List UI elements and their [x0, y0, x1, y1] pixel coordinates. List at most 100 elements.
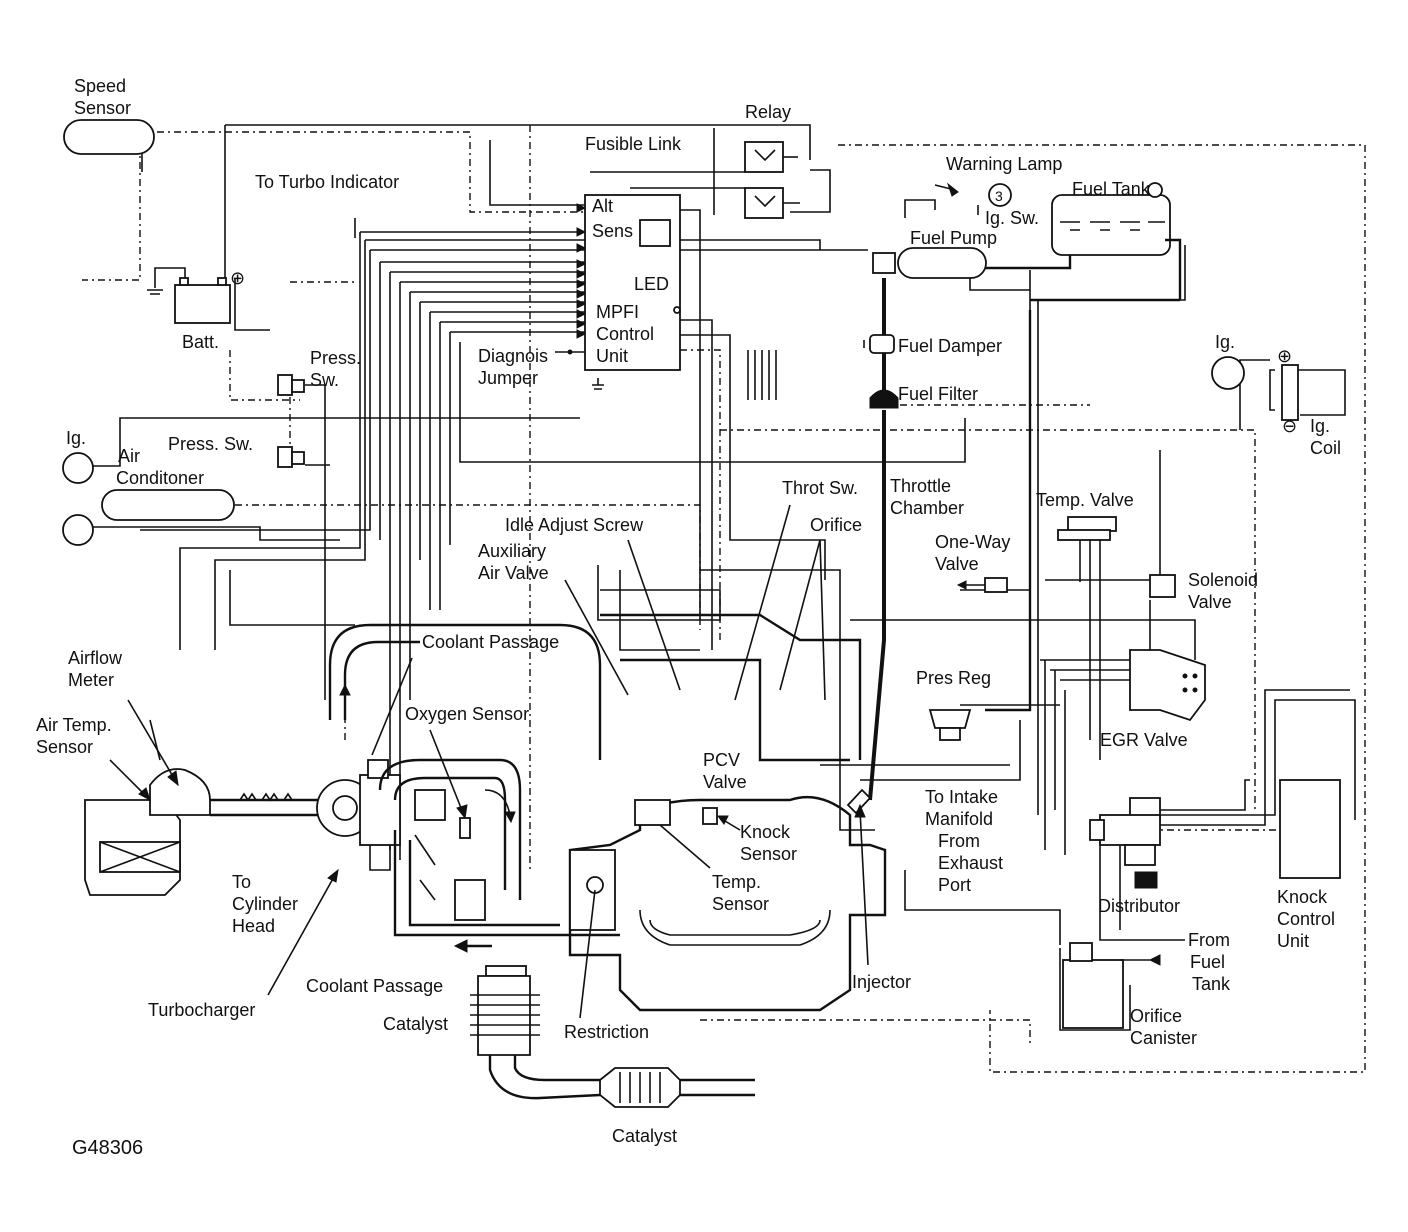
temp-valve: Temp. Valve — [1036, 490, 1134, 541]
fuel-return-line — [985, 298, 1180, 712]
air-temp-sensor-label: Air Temp.Sensor — [36, 715, 112, 757]
warning-lamp-label: Warning Lamp — [946, 154, 1062, 174]
turbocharger — [316, 683, 401, 871]
intake-duct-bellows — [239, 792, 293, 802]
ig-right-label: Ig. — [1215, 332, 1235, 352]
ig-coil-label: Ig.Coil — [1310, 416, 1341, 458]
intake-plenum — [328, 613, 862, 762]
temp-sensor-label: Temp.Sensor — [712, 872, 769, 914]
relay-label: Relay — [745, 102, 791, 122]
battery-label: Batt. — [182, 332, 219, 352]
throt-sw-label: Throt Sw. — [782, 478, 858, 498]
ecu-led-label: LED — [634, 274, 669, 294]
pres-reg-label: Pres Reg — [916, 668, 991, 688]
temp-valve-label: Temp. Valve — [1036, 490, 1134, 510]
battery-plus: ⊕ — [230, 268, 245, 288]
coolant-passage-bottom-label: Coolant Passage — [306, 976, 443, 996]
ecu-alt-label: Alt — [592, 196, 613, 216]
coil-plus: ⊕ — [1277, 346, 1292, 366]
pressure-regulator — [928, 709, 972, 741]
fuel-line — [868, 278, 886, 801]
intake-duct — [210, 798, 330, 817]
orifice-top-label: Orifice — [810, 515, 862, 535]
fusible-link-label: Fusible Link — [585, 134, 682, 154]
turbocharger-label: Turbocharger — [148, 1000, 255, 1020]
turbocharger-arrow — [267, 874, 336, 996]
press-sw-upper-label: Press.Sw. — [310, 348, 361, 390]
battery: ⊕ Batt. — [147, 267, 245, 352]
relay: Relay — [744, 102, 800, 219]
ignition-coil: ⊕ ⊖ Ig.Coil — [1269, 346, 1341, 458]
fuel-pump: Fuel Pump — [872, 228, 997, 279]
air-cleaner — [84, 799, 181, 896]
fuel-damper-label: Fuel Damper — [898, 336, 1002, 356]
restriction-label: Restriction — [564, 1022, 649, 1042]
diagram-id: G48306 — [72, 1137, 143, 1159]
injector-label: Injector — [852, 972, 911, 992]
egr-valve-label: EGR Valve — [1100, 730, 1188, 750]
ignition-left: Ig. — [62, 428, 94, 484]
catalyst-lower-label: Catalyst — [612, 1126, 677, 1146]
ig-left-label: Ig. — [66, 428, 86, 448]
ig-sw-label: Ig. Sw. — [985, 208, 1039, 228]
coolant-passage-top-label: Coolant Passage — [422, 632, 559, 652]
ecu-sens-label: Sens — [592, 221, 633, 241]
egr-valve: EGR Valve — [1100, 649, 1206, 750]
fuel-damper: Fuel Damper — [863, 334, 1002, 356]
warning-lamp: 3 Warning Lamp Ig. Sw. — [904, 154, 1062, 228]
catalyst-upper: Catalyst — [383, 965, 540, 1056]
oxygen-sensor-label: Oxygen Sensor — [405, 704, 529, 724]
fuel-tank-label: Fuel Tank — [1072, 179, 1151, 199]
fuel-tank: Fuel Tank — [985, 179, 1182, 300]
to-turbo-indicator-label: To Turbo Indicator — [255, 172, 399, 192]
fuel-pump-label: Fuel Pump — [910, 228, 997, 248]
coil-minus: ⊖ — [1282, 416, 1297, 436]
injector: Injector — [846, 788, 911, 992]
press-sw-lower-label: Press. Sw. — [168, 434, 253, 454]
catalyst-lower: Catalyst — [599, 1067, 681, 1146]
temp-sensor-arrow — [659, 824, 711, 869]
leader-lines — [149, 504, 826, 761]
press-switch-lower: Press. Sw. — [168, 434, 305, 468]
oxygen-sensor — [429, 729, 471, 839]
catalyst-upper-label: Catalyst — [383, 1014, 448, 1034]
distributor: Distributor — [1089, 797, 1180, 916]
ignition-right: Ig. — [1211, 332, 1245, 390]
distributor-label: Distributor — [1098, 896, 1180, 916]
air-temp-sensor: Air Temp.Sensor — [36, 715, 151, 802]
fuel-filter: Fuel Filter — [869, 384, 978, 409]
idle-adjust-screw-label: Idle Adjust Screw — [505, 515, 644, 535]
ig-sw-badge: 3 — [995, 188, 1003, 204]
restriction-arrow — [579, 889, 596, 1019]
exhaust-pipe — [488, 1055, 755, 1100]
fuel-filter-label: Fuel Filter — [898, 384, 978, 404]
